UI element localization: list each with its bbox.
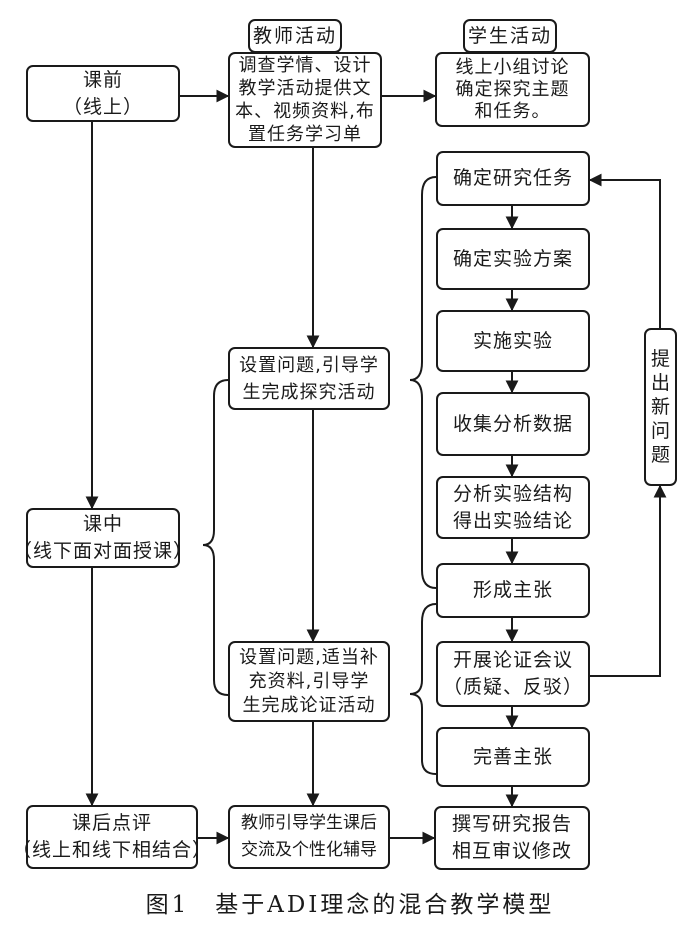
teacher-pre-line-1: 调查学情、设计 — [238, 55, 372, 76]
student-debate-line-2: （质疑、反驳） — [442, 676, 583, 698]
student-form-claim-box: 形成主张 — [436, 563, 590, 618]
student-online-discussion-box: 线上小组讨论 确定探究主题 和任务。 — [435, 52, 590, 127]
new-question-char-3: 新 — [650, 396, 670, 418]
line-debate-to-new-question — [590, 484, 667, 677]
stage-during-line-2: （线下面对面授课） — [13, 540, 194, 562]
teacher-post-class-box: 教师引导学生课后 交流及个性化辅导 — [228, 805, 390, 869]
stage-during-class: 课中 （线下面对面授课） — [13, 508, 192, 568]
student-report-line-1: 撰写研究报告 — [451, 813, 572, 835]
figure-caption: 图1 基于ADI理念的混合教学模型 — [145, 892, 555, 918]
brace-argument-group — [409, 603, 437, 775]
teacher-argument-box: 设置问题,适当补 充资料,引导学 生完成论证活动 — [228, 641, 390, 722]
brace-inquiry-group — [409, 176, 437, 589]
new-question-char-2: 出 — [650, 372, 670, 394]
stage-after-class: 课后点评 （线上和线下相结合） — [12, 805, 211, 869]
student-collect-label: 收集分析数据 — [452, 412, 573, 435]
student-online-line-2: 确定探究主题 — [455, 78, 570, 100]
brace-during-group — [202, 379, 229, 696]
new-question-char-5: 题 — [650, 444, 670, 466]
teacher-inquiry-line-2: 生完成探究活动 — [242, 381, 376, 403]
stage-before-line-1: 课前 — [82, 68, 123, 91]
student-report-line-2: 相互审议修改 — [451, 840, 572, 862]
teacher-argument-line-3: 生完成论证活动 — [242, 694, 376, 716]
teacher-post-line-1: 教师引导学生课后 — [241, 813, 377, 833]
stage-after-line-2: （线上和线下相结合） — [12, 839, 213, 861]
student-write-report-box: 撰写研究报告 相互审议修改 — [434, 806, 590, 870]
student-analyze-line-1: 分析实验结构 — [452, 482, 573, 505]
stage-after-line-1: 课后点评 — [71, 812, 152, 834]
teacher-pre-class-box: 调查学情、设计 教学活动提供文 本、视频资料,布 置任务学习单 — [228, 52, 382, 148]
teacher-pre-line-4: 置任务学习单 — [248, 124, 362, 145]
teacher-post-line-2: 交流及个性化辅导 — [241, 840, 377, 860]
stage-before-line-2: （线上） — [62, 95, 143, 118]
teacher-argument-line-2: 充资料,引导学 — [248, 670, 370, 692]
stage-before-class: 课前 （线上） — [26, 65, 180, 122]
teacher-inquiry-box: 设置问题,引导学 生完成探究活动 — [228, 347, 390, 410]
student-claim-label: 形成主张 — [472, 579, 553, 601]
student-debate-line-1: 开展论证会议 — [452, 649, 573, 671]
teacher-argument-line-1: 设置问题,适当补 — [239, 646, 379, 668]
student-online-line-1: 线上小组讨论 — [455, 56, 570, 78]
student-argument-session-box: 开展论证会议 （质疑、反驳） — [436, 641, 590, 707]
teacher-pre-line-2: 教学活动提供文 — [238, 78, 372, 99]
new-question-box: 提 出 新 问 题 — [644, 328, 677, 486]
teacher-inquiry-line-1: 设置问题,引导学 — [239, 354, 379, 376]
student-refine-label: 完善主张 — [472, 745, 553, 768]
student-exp-label: 实施实验 — [472, 329, 553, 352]
student-collect-data-box: 收集分析数据 — [436, 392, 590, 456]
student-online-line-3: 和任务。 — [474, 100, 551, 122]
student-design-experiment-box: 确定实验方案 — [436, 228, 590, 290]
student-plan-label: 确定实验方案 — [452, 247, 573, 270]
new-question-char-4: 问 — [650, 420, 670, 442]
new-question-char-1: 提 — [650, 348, 670, 370]
arrow-new-question-to-task — [588, 173, 661, 328]
student-analyze-line-2: 得出实验结论 — [452, 509, 573, 532]
student-refine-claim-box: 完善主张 — [436, 727, 590, 787]
student-define-task-box: 确定研究任务 — [436, 151, 590, 206]
student-conduct-experiment-box: 实施实验 — [436, 310, 590, 372]
stage-during-line-1: 课中 — [82, 513, 123, 535]
student-task-label: 确定研究任务 — [452, 167, 573, 189]
student-analyze-results-box: 分析实验结构 得出实验结论 — [436, 476, 590, 539]
header-student-activities: 学生活动 — [463, 19, 557, 53]
teacher-pre-line-3: 本、视频资料,布 — [235, 101, 375, 122]
header-teacher-activities: 教师活动 — [248, 19, 342, 53]
